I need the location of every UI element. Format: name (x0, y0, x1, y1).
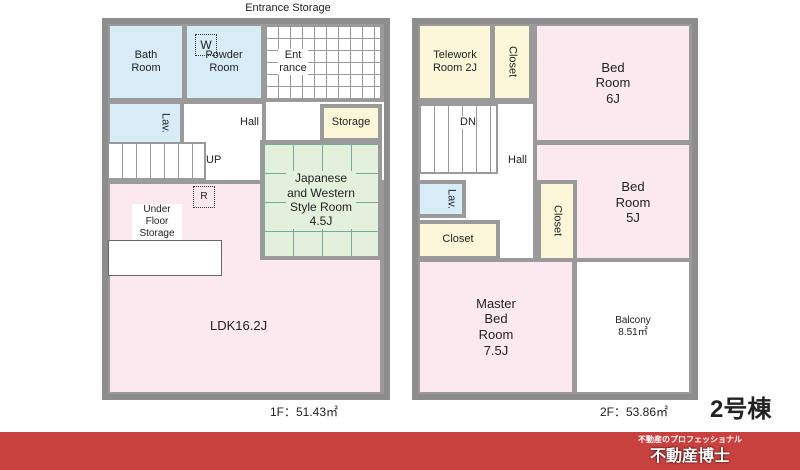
under-floor-storage: Under Floor Storage (132, 204, 182, 240)
closet-3-label: Closet (442, 233, 474, 246)
bed-room-5j-label: Bed Room 5J (615, 179, 651, 226)
brand-banner: 不動産のプロフェッショナル 不動産博士 (0, 432, 800, 470)
balcony-label: Balcony 8.51㎡ (615, 315, 651, 338)
building-number: 2号棟 (710, 396, 772, 423)
telework-room-label: Telework Room 2J (432, 48, 478, 74)
r-label: R (193, 186, 215, 208)
bath-room-label: Bath Room (131, 48, 161, 74)
dn-label: DN (460, 116, 476, 130)
ldk-label: LDK16.2J (210, 318, 268, 333)
outer-wall-2f (412, 18, 698, 400)
hall-2f-label: Hall (508, 154, 527, 166)
entrance-label: Ent rance (278, 48, 308, 76)
japanese-room: Japanese and Western Style Room 4.5J (260, 140, 382, 260)
telework-room: Telework Room 2J (416, 22, 494, 102)
master-bed-room-label: Master Bed Room 7.5J (476, 295, 516, 358)
closet-1: Closet (491, 22, 533, 102)
powder-room-label: Powder Room (205, 48, 243, 74)
lavatory-2f-label: Lav. (445, 189, 458, 209)
up-label: UP (206, 154, 222, 166)
storage-label: Storage (331, 116, 371, 129)
banner-tagline: 不動産のプロフェッショナル (638, 435, 742, 444)
outer-wall-1f (102, 18, 390, 400)
area-2f: 2F：53.86㎡ (598, 404, 671, 420)
japanese-room-label: Japanese and Western Style Room 4.5J (286, 171, 356, 229)
powder-room: Powder Room (183, 22, 265, 102)
closet-2-label: Closet (551, 205, 564, 237)
closet-1-label: Closet (506, 46, 519, 78)
banner-logo: 不動産博士 (649, 448, 730, 465)
balcony: Balcony 8.51㎡ (573, 258, 693, 396)
closet-3: Closet (416, 220, 500, 260)
kitchen-counter (108, 240, 222, 276)
lavatory-label: Lav. (159, 113, 172, 133)
bed-room-6j-label: Bed Room 6J (595, 59, 631, 106)
area-1f: 1F：51.43㎡ (268, 404, 341, 420)
hall-label: Hall (240, 116, 259, 128)
entrance-storage-label: Entrance Storage (245, 2, 331, 14)
staircase-2f (418, 104, 498, 174)
lavatory-2f: Lav. (416, 180, 466, 218)
entrance: Ent rance (262, 22, 384, 102)
washer: W (195, 34, 217, 56)
